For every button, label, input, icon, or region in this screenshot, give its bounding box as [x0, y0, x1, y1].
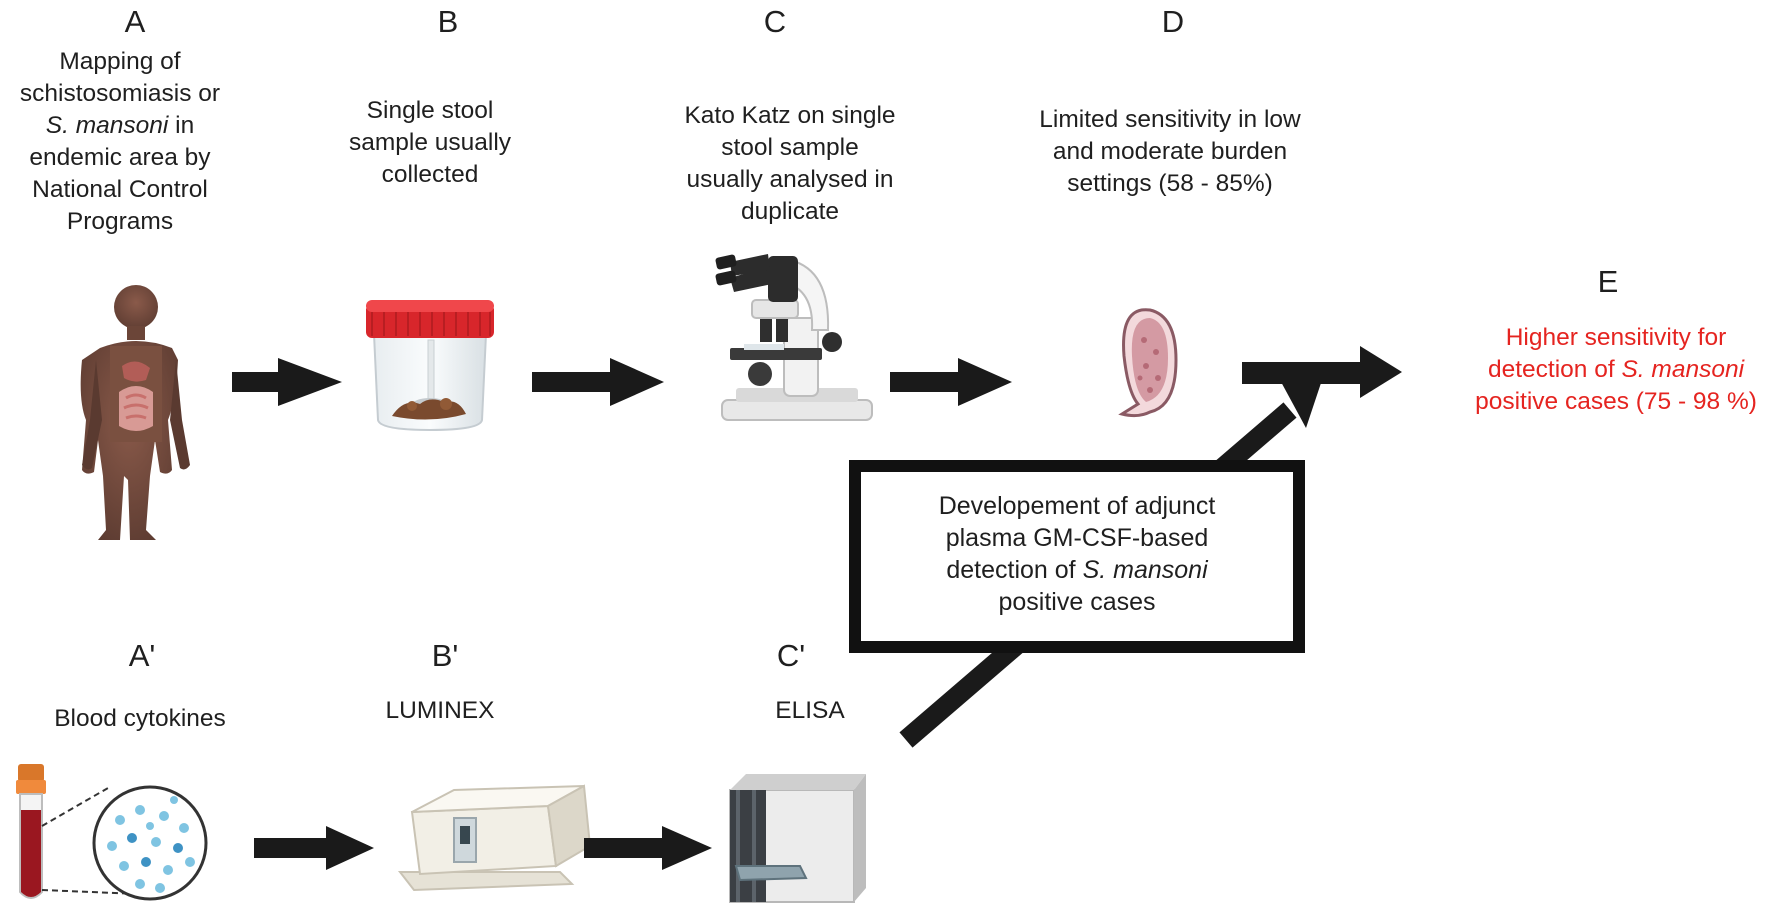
text-line: plasma GM-CSF-based [945, 524, 1209, 552]
text-line: positive cases (75 - 98 %) [1475, 388, 1757, 415]
step-a2-label: A' [128, 638, 156, 673]
step-b-text: Single stool sample usually collected [310, 95, 550, 191]
luminex-analyzer-icon [397, 784, 592, 892]
text-line: Mapping of [59, 48, 181, 75]
text-line: Higher sensitivity for [1505, 324, 1727, 351]
elisa-reader-icon [729, 774, 866, 903]
text-line: positive cases [998, 588, 1156, 616]
text-line: Single stool [366, 97, 494, 124]
text-line: Developement of adjunct [938, 492, 1216, 520]
text-line: detection of S. mansoni [946, 556, 1208, 584]
arrow-d-to-e [1242, 346, 1402, 398]
text-line: settings (58 - 85%) [1067, 170, 1273, 197]
step-c2-label: C' [776, 638, 806, 673]
text-line: and moderate burden [1052, 138, 1288, 165]
step-a-text: Mapping of schistosomiasis or S. mansoni i… [0, 46, 245, 238]
step-e-text: Higher sensitivity for detection of S. ma… [1466, 322, 1766, 418]
human-body-icon [80, 285, 190, 540]
text-line: Blood cytokines [54, 705, 226, 732]
arrow-c-to-d [890, 358, 1012, 406]
step-b2-label: B' [431, 638, 459, 673]
step-c2-text: ELISA [720, 695, 900, 727]
text-line: detection of S. mansoni [1487, 356, 1745, 383]
arrow-b-to-c [532, 358, 664, 406]
step-a-label: A [124, 4, 146, 39]
text-line: National Control [32, 176, 208, 203]
arrow-a-to-b [232, 358, 342, 406]
text-line: schistosomiasis or [19, 80, 221, 107]
step-c-text: Kato Katz on single stool sample usually a… [650, 100, 930, 228]
text-line: endemic area by [29, 144, 211, 171]
gm-csf-detection-box: Developement of adjunct plasma GM-CSF-bas… [849, 460, 1305, 653]
text-line: ELISA [775, 697, 845, 724]
text-line: LUMINEX [385, 697, 495, 724]
step-a2-text: Blood cytokines [20, 703, 260, 735]
text-line: duplicate [740, 198, 840, 225]
blood-tube-icon [16, 764, 208, 901]
step-c-label: C [763, 4, 787, 39]
text-line: Programs [66, 208, 174, 235]
text-line: S. mansoni in [45, 112, 195, 139]
microscope-icon [715, 254, 873, 421]
schistosoma-egg-icon [1118, 308, 1178, 418]
step-e-label: E [1597, 264, 1619, 299]
text-line: collected [381, 161, 479, 188]
step-b2-text: LUMINEX [350, 695, 530, 727]
stool-container-icon [366, 300, 494, 432]
cytokine-dots [107, 796, 195, 893]
arrow-a2-to-b2 [254, 826, 374, 870]
text-line: stool sample [721, 134, 859, 161]
step-b-label: B [437, 4, 459, 39]
box-text: Developement of adjunct plasma GM-CSF-bas… [861, 472, 1293, 618]
step-d-label: D [1161, 4, 1185, 39]
text-line: usually analysed in [686, 166, 894, 193]
text-line: Kato Katz on single [684, 102, 896, 129]
arrow-b2-to-c2 [584, 826, 712, 870]
text-line: Limited sensitivity in low [1039, 106, 1301, 133]
step-d-text: Limited sensitivity in low and moderate b… [1000, 104, 1340, 200]
text-line: sample usually [348, 129, 512, 156]
